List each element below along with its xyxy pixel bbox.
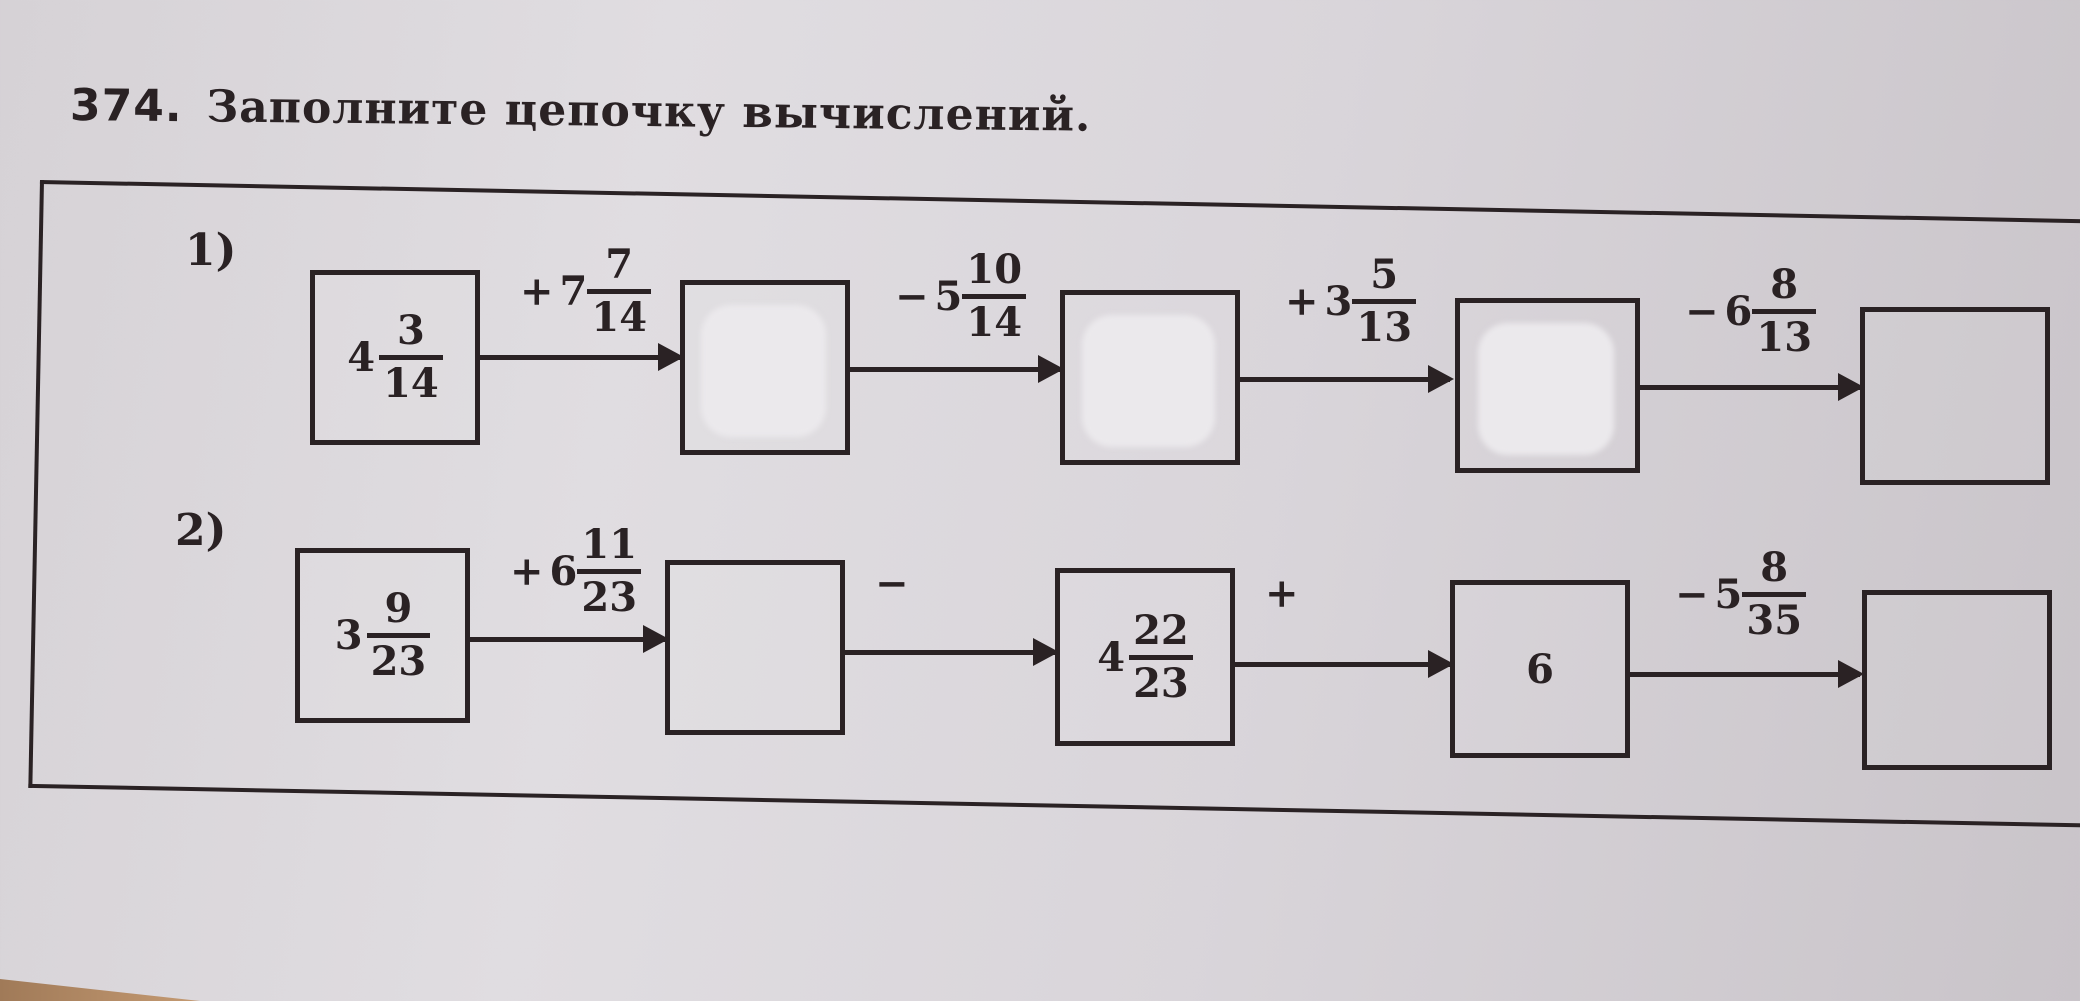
- chain-1-label: 1): [185, 225, 237, 276]
- chain-2-op-2: −: [875, 560, 915, 607]
- chain-1-box-4[interactable]: [1455, 298, 1640, 473]
- chain-1-box-2[interactable]: [680, 280, 850, 455]
- op-sign: −: [1685, 288, 1719, 335]
- table-surface: [0, 979, 200, 1001]
- op-sign: −: [1675, 571, 1709, 618]
- chain-2-arrow-2: [845, 638, 1059, 666]
- op-numerator: 8: [1770, 261, 1799, 308]
- chain-2-arrow-1: [470, 625, 669, 653]
- op-numerator: 5: [1370, 251, 1399, 298]
- op-denominator: 35: [1742, 592, 1807, 641]
- op-sign: +: [520, 268, 554, 315]
- op-numerator: 8: [1760, 544, 1789, 591]
- box-numerator: 3: [396, 307, 425, 354]
- op-denominator: 13: [1752, 309, 1817, 358]
- chain-1-arrow-1: [480, 343, 684, 371]
- chain-1-arrow-3: [1240, 365, 1454, 393]
- op-numerator: 10: [966, 246, 1023, 293]
- chain-1-arrow-2: [850, 355, 1064, 383]
- op-sign: +: [510, 548, 544, 595]
- box-whole: 4: [1097, 633, 1126, 681]
- exercise-number: 374.: [69, 80, 183, 133]
- op-whole: 7: [559, 268, 588, 315]
- exercise-instruction: Заполните цепочку вычислений.: [206, 81, 1092, 142]
- box-denominator: 14: [379, 355, 443, 404]
- op-sign: +: [1285, 278, 1319, 325]
- op-whole: 5: [1714, 571, 1743, 618]
- op-denominator: 13: [1352, 299, 1417, 348]
- chain-2-op-3: +: [1265, 570, 1305, 617]
- chain-1-box-5[interactable]: [1860, 307, 2050, 485]
- op-sign: +: [1265, 570, 1299, 617]
- chain-2-box-4: 6: [1450, 580, 1630, 758]
- op-sign: −: [895, 273, 929, 320]
- op-whole: 6: [1724, 288, 1753, 335]
- op-whole: 6: [549, 548, 578, 595]
- op-denominator: 14: [587, 289, 652, 338]
- box-numerator: 9: [384, 585, 413, 632]
- op-whole: 5: [934, 273, 963, 320]
- op-numerator: 7: [605, 241, 634, 288]
- op-numerator: 11: [581, 521, 638, 568]
- chain-1-box-3[interactable]: [1060, 290, 1240, 465]
- box-whole: 3: [334, 612, 363, 659]
- exercise-heading: 374. Заполните цепочку вычислений.: [70, 80, 1092, 142]
- box-value: 6: [1526, 645, 1554, 693]
- chain-2-arrow-4: [1630, 660, 1864, 688]
- op-whole: 3: [1324, 278, 1353, 325]
- box-denominator: 23: [1129, 654, 1193, 704]
- chain-2-box-2[interactable]: [665, 560, 845, 735]
- chain-2-label: 2): [175, 505, 227, 556]
- chain-2-box-5[interactable]: [1862, 590, 2052, 770]
- op-sign: −: [875, 560, 909, 607]
- op-denominator: 14: [962, 294, 1027, 343]
- chain-1-arrow-4: [1640, 373, 1864, 401]
- op-denominator: 23: [577, 569, 642, 618]
- box-whole: 4: [347, 334, 376, 381]
- box-denominator: 23: [366, 633, 431, 682]
- box-numerator: 22: [1133, 606, 1189, 654]
- chain-2-arrow-3: [1235, 650, 1454, 678]
